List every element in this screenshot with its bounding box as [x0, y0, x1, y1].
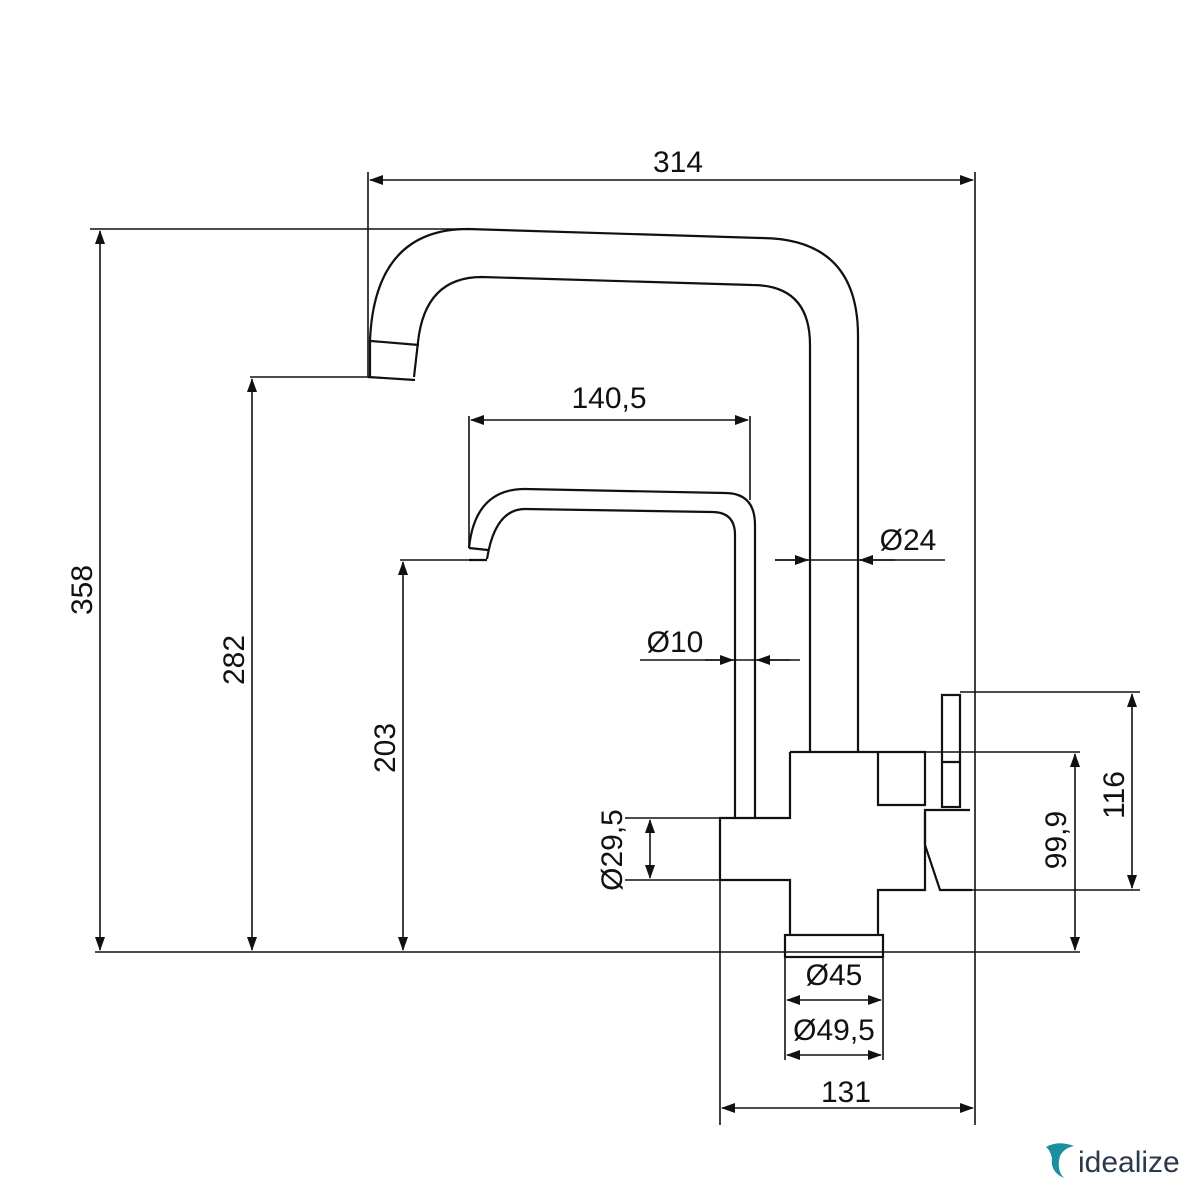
faucet-body-lower [876, 808, 970, 935]
dim-label-side-outlet-diameter: Ø29,5 [596, 809, 629, 891]
dim-label-overall-height: 358 [66, 565, 99, 615]
brand-logo: idealize [1046, 1143, 1180, 1179]
dim-label-spout-reach: 140,5 [571, 382, 646, 415]
dim-label-handle-height: 116 [1098, 771, 1131, 819]
dimension-lines [95, 175, 1137, 1113]
dim-label-overall-width: 314 [653, 146, 703, 179]
main-aerator-top [370, 339, 420, 347]
main-spout-inner [412, 275, 812, 752]
dim-label-base-width: 131 [821, 1076, 871, 1109]
brand-name: idealize [1078, 1146, 1180, 1179]
main-aerator-bottom [367, 375, 416, 382]
faucet-outline [367, 227, 972, 959]
lever-housing [923, 812, 972, 892]
dim-label-high-spout-height: 282 [218, 635, 251, 685]
dim-label-main-spout-diameter: Ø24 [880, 524, 937, 557]
dim-label-small-spout-diameter: Ø10 [647, 626, 704, 659]
dim-label-base-inner-diameter: Ø45 [806, 959, 863, 992]
brand-swirl-icon [1046, 1143, 1074, 1178]
handle [940, 693, 962, 809]
dim-label-lever-height: 99,9 [1040, 811, 1073, 869]
small-spout-outer [467, 487, 757, 818]
small-aerator-line [468, 546, 489, 552]
base-stub [783, 933, 885, 959]
dim-label-low-spout-height: 203 [369, 723, 402, 773]
dim-label-base-outer-diameter: Ø49,5 [793, 1014, 875, 1047]
small-spout-inner [485, 507, 737, 818]
faucet-body-right [790, 750, 927, 807]
dimension-labels: 314 140,5 Ø24 Ø10 Ø45 Ø49,5 131 358 282 … [66, 146, 1131, 1109]
main-spout-outer [368, 227, 860, 752]
